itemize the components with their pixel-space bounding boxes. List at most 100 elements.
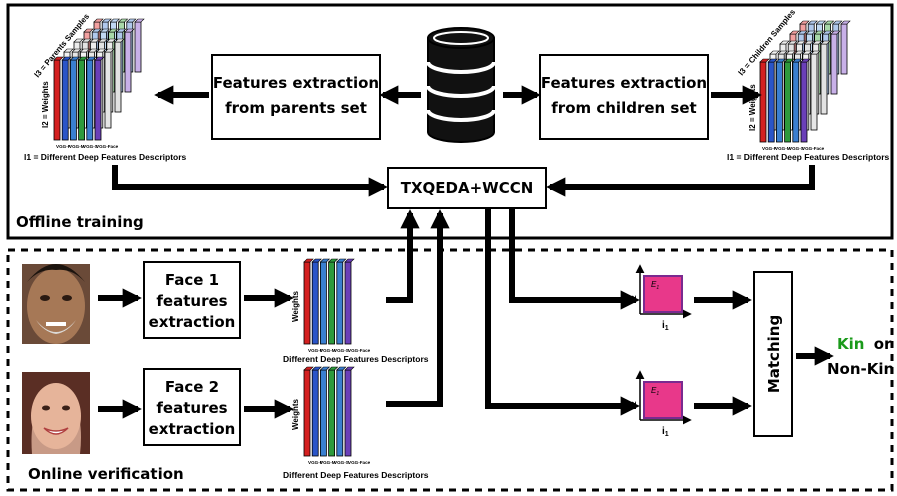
left-l2-label: l2 = Weights: [41, 81, 50, 128]
descriptor-tick-label: VGG-F: [762, 146, 777, 151]
descriptor-bar-cap: [99, 28, 111, 33]
descriptor-bar-cap: [785, 50, 797, 55]
projection1-x-axis: i1: [662, 320, 669, 332]
descriptor-bar: [53, 59, 61, 141]
descriptor-bar-cap: [73, 38, 84, 43]
descriptor-bar-cap: [797, 30, 808, 35]
descriptor-bar-cap: [769, 50, 780, 55]
descriptor-bar: [311, 261, 319, 345]
descriptor-tick-label: VGG-S: [789, 146, 804, 151]
descriptor-bar-cap: [795, 40, 807, 45]
descriptor-bar: [303, 261, 311, 345]
descriptor-bar: [86, 59, 94, 141]
descriptor-tick-label: VGG-S: [334, 460, 349, 465]
descriptor-tick-label: VGG-Face: [96, 144, 119, 149]
face2-extraction-box: [143, 368, 241, 446]
descriptor-bar-cap: [832, 20, 843, 25]
descriptor-bar-cap: [344, 366, 355, 371]
projection2-y-axis: i2: [626, 401, 638, 408]
descriptor-bar: [319, 261, 327, 345]
face1-projection: [635, 264, 692, 319]
descriptor-bar-cap: [71, 48, 82, 53]
descriptor-bar-cap: [823, 20, 835, 25]
matching-label: Matching: [765, 315, 783, 393]
descriptor-bar-cap: [69, 56, 81, 61]
descriptor-bar-cap: [96, 48, 107, 53]
matrix2-weights-label: Weights: [291, 398, 300, 430]
descriptor-bar-cap: [86, 56, 97, 61]
descriptor-bar: [134, 21, 142, 73]
offline-section-label: Offline training: [16, 213, 144, 231]
descriptor-bar-cap: [840, 20, 851, 25]
descriptor-bar-cap: [89, 38, 101, 43]
projection2-e-label: E1: [651, 386, 659, 397]
descriptor-bar-cap: [815, 20, 827, 25]
descriptor-bar-cap: [327, 258, 339, 263]
descriptor-bar-cap: [787, 40, 798, 45]
descriptor-bar-cap: [789, 30, 800, 35]
descriptor-tick-label: VGG-M: [69, 144, 85, 149]
face1-box-line2: features: [156, 292, 227, 310]
descriptor-bar-cap: [777, 50, 788, 55]
face2-box-line1: Face 2: [165, 378, 219, 396]
face2-box-line3: extraction: [149, 420, 236, 438]
descriptor-bar: [336, 261, 344, 345]
descriptor-bar-cap: [107, 28, 119, 33]
descriptor-bar-cap: [779, 40, 790, 45]
descriptor-bar-cap: [759, 58, 770, 63]
descriptor-bar-cap: [116, 28, 127, 33]
descriptor-bar: [78, 59, 85, 141]
matrix2-caption: Different Deep Features Descriptors: [283, 470, 429, 480]
face2-projection: [635, 370, 692, 425]
descriptor-bar: [800, 61, 808, 143]
descriptor-bar-cap: [803, 40, 815, 45]
descriptor-bar-cap: [783, 58, 795, 63]
descriptor-bar-cap: [77, 56, 89, 61]
descriptor-bar-cap: [106, 38, 117, 43]
descriptor-bar: [311, 369, 319, 457]
parents-extraction-line1: Features extraction: [213, 74, 379, 92]
descriptor-tick-label: VGG-S: [334, 348, 349, 353]
parents-extraction-box: [211, 54, 381, 140]
descriptor-bar: [759, 61, 767, 143]
descriptor-tick-label: VGG-Face: [348, 348, 371, 353]
result-line1: Kin or: [837, 335, 892, 353]
arrow-children-tensor-to-center: [546, 165, 815, 197]
left-descriptor-caption: l1 = Different Deep Features Descriptors: [24, 152, 187, 162]
descriptor-tick-label: VGG-S: [83, 144, 98, 149]
face2-box-line2: features: [156, 399, 227, 417]
descriptor-bar-cap: [336, 258, 347, 263]
descriptor-bar-cap: [802, 50, 813, 55]
descriptor-bar-cap: [94, 56, 105, 61]
face-1-photo: [22, 264, 90, 344]
descriptor-bar: [303, 369, 311, 457]
descriptor-bar-cap: [109, 18, 121, 23]
descriptor-bar-cap: [117, 18, 129, 23]
descriptor-bar-cap: [311, 258, 322, 263]
descriptor-bar-cap: [104, 48, 115, 53]
descriptor-bar-cap: [805, 30, 817, 35]
descriptor-bar-cap: [812, 40, 823, 45]
descriptor-bar-cap: [799, 20, 810, 25]
face-2-photo: [22, 372, 90, 454]
descriptor-bar: [840, 23, 848, 75]
descriptor-bar-cap: [810, 50, 821, 55]
descriptor-bar-cap: [101, 18, 112, 23]
descriptor-bar: [820, 43, 828, 115]
matching-box: [753, 271, 793, 437]
descriptor-bar: [94, 59, 102, 141]
descriptor-bar-cap: [775, 58, 787, 63]
descriptor-bar-cap: [97, 38, 109, 43]
result-nonkin: Non-Kin: [827, 360, 894, 378]
face1-extraction-box: [143, 261, 241, 339]
right-l2-label: l2 = Weights: [748, 84, 757, 131]
descriptor-bar-cap: [93, 18, 104, 23]
arrow-parents-tensor-to-center: [112, 165, 388, 197]
projection1-e-label: E1: [651, 280, 659, 291]
descriptor-bar-cap: [126, 18, 137, 23]
descriptor-tick-label: VGG-M: [320, 460, 336, 465]
